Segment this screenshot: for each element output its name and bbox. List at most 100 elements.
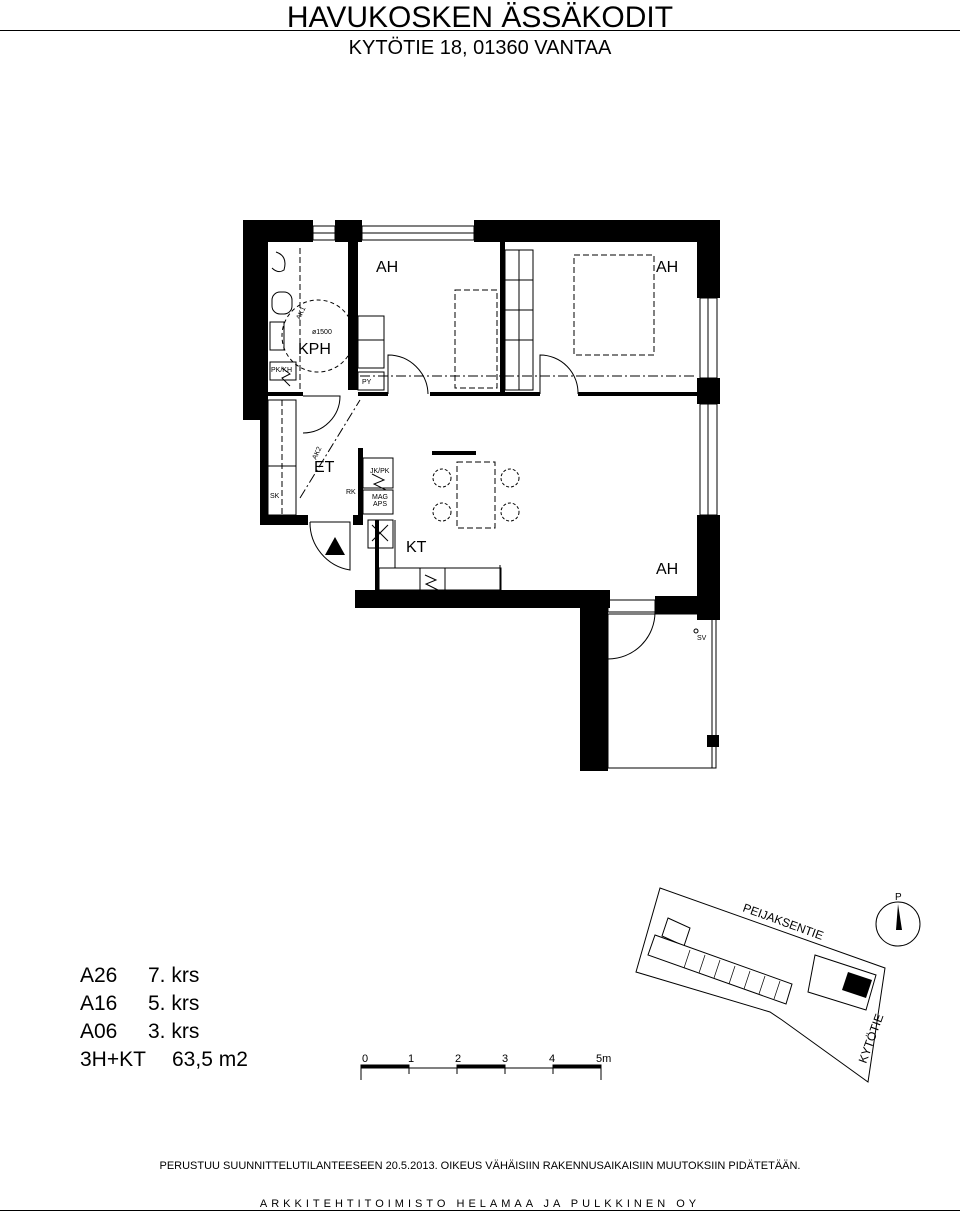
balcony-door bbox=[607, 599, 656, 613]
wall-bedroom-divider bbox=[500, 242, 505, 392]
north-arrow bbox=[875, 901, 921, 947]
label-turning-circle: ø1500 bbox=[312, 329, 332, 336]
scale-tick: 4 bbox=[549, 1053, 555, 1065]
fixtures bbox=[267, 248, 717, 769]
chair-3 bbox=[500, 468, 520, 488]
street-kytotie: KYTÖTIE bbox=[856, 1012, 887, 1065]
cabinet-ah1 bbox=[357, 315, 385, 341]
washbasin-icon bbox=[269, 321, 285, 351]
north-label: P bbox=[895, 892, 902, 903]
wall-west-upper bbox=[243, 220, 268, 420]
scale-tick: 3 bbox=[502, 1053, 508, 1065]
label-rk: RK bbox=[346, 489, 356, 496]
turning-circle bbox=[281, 299, 355, 373]
room-ah2: AH bbox=[656, 259, 678, 276]
dishwasher bbox=[362, 489, 394, 515]
label-sv: SV bbox=[697, 635, 707, 642]
highlighted-apartment bbox=[842, 972, 872, 998]
footer-company: ARKKITEHTITOIMISTO HELAMAA JA PULKKINEN … bbox=[259, 1198, 701, 1210]
wall-north-3 bbox=[474, 220, 720, 242]
door-balcony bbox=[607, 611, 656, 660]
label-mag: MAG bbox=[372, 494, 388, 501]
room-kt: KT bbox=[406, 539, 427, 556]
wall-east-2 bbox=[697, 378, 720, 404]
sink bbox=[367, 519, 394, 549]
bed-ah1 bbox=[454, 289, 498, 389]
scale-bar: 0 1 2 3 4 5m bbox=[360, 1053, 611, 1080]
room-et: ET bbox=[314, 459, 335, 476]
electric-icon bbox=[424, 574, 439, 591]
entrance-door bbox=[309, 521, 351, 571]
windows bbox=[312, 225, 718, 615]
label-jk-pk: JK/PK bbox=[370, 468, 390, 475]
cabinet-ah1-2 bbox=[357, 339, 385, 369]
sv-icon bbox=[693, 628, 699, 634]
wall-north-1 bbox=[243, 220, 313, 242]
balcony bbox=[607, 613, 717, 769]
wall-hall-top-2 bbox=[358, 392, 388, 396]
page-title: HAVUKOSKEN ÄSSÄKODIT bbox=[286, 1, 674, 34]
wall-south-east bbox=[655, 596, 720, 614]
header-rule bbox=[0, 30, 960, 31]
wall-et-bottom-2 bbox=[353, 515, 363, 525]
toilet-icon bbox=[271, 291, 293, 315]
room-kph: KPH bbox=[298, 341, 331, 358]
room-ah1: AH bbox=[376, 259, 398, 276]
electric-icon bbox=[371, 473, 387, 491]
wall-south bbox=[355, 590, 610, 608]
label-ak2: AK2 bbox=[311, 446, 323, 461]
chair-4 bbox=[500, 502, 520, 522]
fridge bbox=[362, 457, 394, 489]
scale-tick: 1 bbox=[408, 1053, 414, 1065]
building-b bbox=[807, 954, 877, 1011]
label-py: PY bbox=[362, 379, 372, 386]
walls bbox=[243, 220, 720, 771]
wall-west-lower bbox=[260, 400, 268, 525]
wall-north-2 bbox=[335, 220, 362, 242]
address: KYTÖTIE 18, 01360 VANTAA bbox=[348, 37, 612, 59]
shower-icon bbox=[271, 251, 286, 273]
wall-kitchen-low bbox=[375, 520, 379, 595]
building-a bbox=[647, 934, 793, 1005]
room-ah3: AH bbox=[656, 561, 678, 578]
wall-et-bottom bbox=[268, 515, 308, 525]
kitchen-counter bbox=[378, 567, 502, 591]
label-pk-kh: PK/KH bbox=[271, 367, 292, 374]
footer-rule bbox=[0, 1210, 960, 1211]
chair-1 bbox=[432, 468, 452, 488]
label-aps: APS bbox=[373, 501, 387, 508]
wall-hall-top-1 bbox=[268, 392, 303, 396]
wall-kitchen-west bbox=[358, 448, 363, 520]
door-kph bbox=[302, 395, 341, 434]
label-ak1: AK1 bbox=[295, 306, 307, 321]
py-box bbox=[357, 371, 385, 391]
north-arrow-icon bbox=[896, 904, 902, 930]
entrance-arrow-icon bbox=[325, 537, 345, 555]
pk-kh-box bbox=[269, 361, 297, 381]
site-boundary bbox=[635, 887, 886, 1083]
wall-east-1 bbox=[697, 220, 720, 298]
door-ah2 bbox=[539, 354, 579, 395]
electric-icon bbox=[281, 367, 291, 387]
chair-2 bbox=[432, 502, 452, 522]
wall-kph-east bbox=[348, 242, 358, 390]
scale-tick: 0 bbox=[362, 1053, 368, 1065]
scale-tick: 2 bbox=[455, 1053, 461, 1065]
label-sk: SK bbox=[270, 493, 280, 500]
wall-balcony-west bbox=[580, 596, 608, 771]
wall-hall-top-4 bbox=[578, 392, 697, 396]
door-ah1 bbox=[387, 354, 429, 395]
wall-east-3 bbox=[697, 515, 720, 620]
scale-tick: 5m bbox=[596, 1053, 611, 1065]
bed-ah2 bbox=[573, 254, 655, 356]
balcony-post bbox=[707, 735, 719, 747]
site-map: P PEIJAKSENTIE KYTÖTIE bbox=[635, 887, 921, 1083]
wall-hall-top-3 bbox=[430, 392, 540, 396]
kitchen-hood bbox=[432, 451, 476, 455]
